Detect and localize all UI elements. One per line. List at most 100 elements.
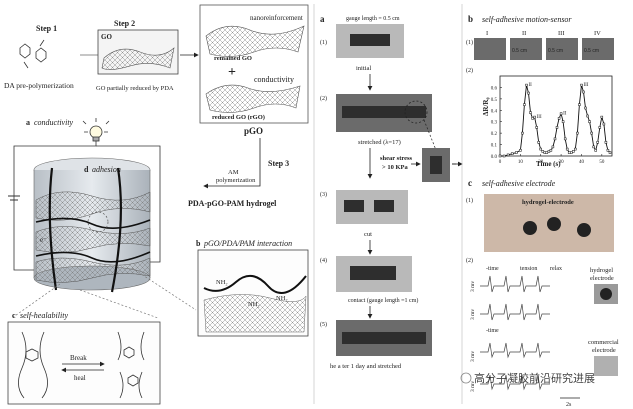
hydrogel-electrode-side-2: electrode [590, 275, 614, 282]
hydrogel-label: PDA-pGO-PAM hydrogel [188, 199, 277, 208]
panel-c-letter: c [12, 311, 16, 320]
finger-photo-1 [474, 38, 506, 60]
data-point-21 [551, 145, 555, 149]
left-synthesis-schematic: Step 1 DA pre-polymerization Step 2 GO G… [4, 4, 309, 405]
commercial-electrode-photo [594, 356, 618, 376]
am-polymerization-line2: polymerization [216, 177, 256, 184]
right-b1-num: (1) [466, 39, 473, 46]
pgo-box [199, 4, 309, 124]
gauge-length-label: gauge length = 0.5 cm [346, 16, 400, 22]
data-point-36 [582, 90, 585, 94]
zoom-callout-circle [404, 100, 428, 124]
data-point-25 [559, 112, 563, 115]
step2-box-label: GO [101, 33, 112, 41]
y-tick-label-5: 0.5 [491, 98, 498, 103]
data-point-22 [553, 137, 557, 141]
electrode-dot-2 [547, 217, 561, 231]
rest-time-label-2: -time [486, 328, 499, 334]
commercial-electrode-1: commercial [588, 339, 619, 346]
middle-panel-letter: a [320, 14, 325, 24]
callout-line-c-left [11, 283, 61, 319]
finger-photo-4 [582, 38, 614, 60]
panel-b-label: pGO/PDA/PAM interaction [203, 239, 292, 248]
y-tick-label-0: 0.0 [491, 155, 498, 160]
data-point-39 [588, 120, 591, 123]
step2-label: Step 2 [114, 19, 135, 28]
panel-c-right-letter: c [468, 178, 472, 188]
data-point-27 [563, 137, 567, 141]
panel-c-label: self-healability [20, 311, 68, 320]
step1-caption: DA pre-polymerization [4, 81, 74, 90]
data-point-16 [541, 150, 545, 153]
data-point-2 [506, 153, 510, 157]
x-tick-label-3: 30 [559, 160, 565, 165]
battery-icon [8, 195, 20, 201]
data-point-11 [531, 117, 534, 120]
data-point-28 [565, 147, 569, 151]
data-point-45 [600, 115, 604, 119]
cut-label: cut [364, 231, 372, 238]
mv-label-4: 3 mv [470, 381, 476, 392]
chart-x-axis-label: Time (s) [536, 160, 561, 168]
tension-label: tension [520, 266, 537, 272]
pgo-sheet-interaction-icon [203, 294, 307, 333]
data-point-6 [521, 131, 524, 135]
nh2-label-1: NH₂ [216, 279, 228, 286]
right-sensor-panels: b self-adhesive motion-sensor (1) I II I… [460, 14, 619, 408]
panel-a-label: conductivity [34, 118, 74, 127]
roman-4: IV [594, 30, 601, 37]
data-point-26 [561, 120, 565, 123]
wechat-watermark: 高分子凝胶前沿研究进展 [460, 371, 595, 385]
step3-label: Step 3 [268, 159, 289, 168]
x-tick-label-2: 20 [538, 160, 544, 165]
ecg-trace-3 [480, 342, 550, 359]
panel-d-letter: d [84, 165, 89, 174]
data-point-40 [590, 131, 593, 135]
data-point-49 [608, 151, 612, 154]
mv-label-3: 3 mv [470, 351, 476, 362]
data-point-44 [598, 126, 602, 129]
roman-3: III [558, 30, 565, 37]
contact-label: contact (gauge length =1 cm) [348, 297, 418, 304]
healed-chain-icon [18, 331, 48, 399]
nanoreinforcement-label: nanoreinforcement [250, 14, 303, 22]
y-tick-label-2: 0.2 [491, 132, 498, 137]
lightbulb-icon [82, 118, 110, 142]
y-tick-label-4: 0.4 [491, 109, 498, 114]
watermark-text: 高分子凝胶前沿研究进展 [474, 371, 595, 385]
data-point-20 [549, 149, 553, 152]
step-3-num: (3) [320, 191, 327, 198]
data-point-13 [535, 126, 538, 129]
mv-label-1: 3 mv [470, 281, 476, 292]
data-point-15 [539, 147, 542, 151]
pgo-label: pGO [244, 126, 263, 136]
data-point-37 [584, 106, 587, 110]
nh2-label-2: NH₂ [248, 301, 260, 308]
data-point-41 [592, 145, 595, 149]
finger-photo-3 [546, 38, 578, 60]
panel-b-right-title: self-adhesive motion-sensor [482, 15, 572, 24]
step-5-num: (5) [320, 321, 327, 328]
chart-y-axis-label: ΔR/R₀ [482, 97, 490, 116]
remained-go-label: remained GO [214, 55, 252, 62]
panel-d-label: adhesion [92, 165, 121, 174]
electrode-dot-1 [523, 221, 537, 235]
step1-label: Step 1 [36, 24, 57, 33]
scale-2s-label: 2s [566, 402, 572, 408]
photo-initial-sample [350, 34, 390, 46]
photo-contact-sample [350, 266, 396, 280]
peak-label-3: III [583, 83, 588, 88]
data-point-5 [519, 149, 522, 152]
x-tick-label-1: 10 [518, 160, 524, 165]
data-point-23 [555, 126, 559, 129]
data-point-33 [576, 131, 579, 135]
y-tick-label-3: 0.3 [491, 121, 498, 126]
x-tick-label-5: 50 [599, 160, 605, 165]
panel-b-right-letter: b [468, 14, 473, 24]
reduced-go-label: reduced GO (rGO) [212, 114, 265, 121]
panel-b-letter: b [196, 239, 201, 248]
dopamine-molecule-icon [19, 39, 47, 69]
rest-time-label: -time [486, 266, 499, 272]
data-point-43 [596, 141, 599, 144]
photo-cut-left [344, 200, 364, 212]
